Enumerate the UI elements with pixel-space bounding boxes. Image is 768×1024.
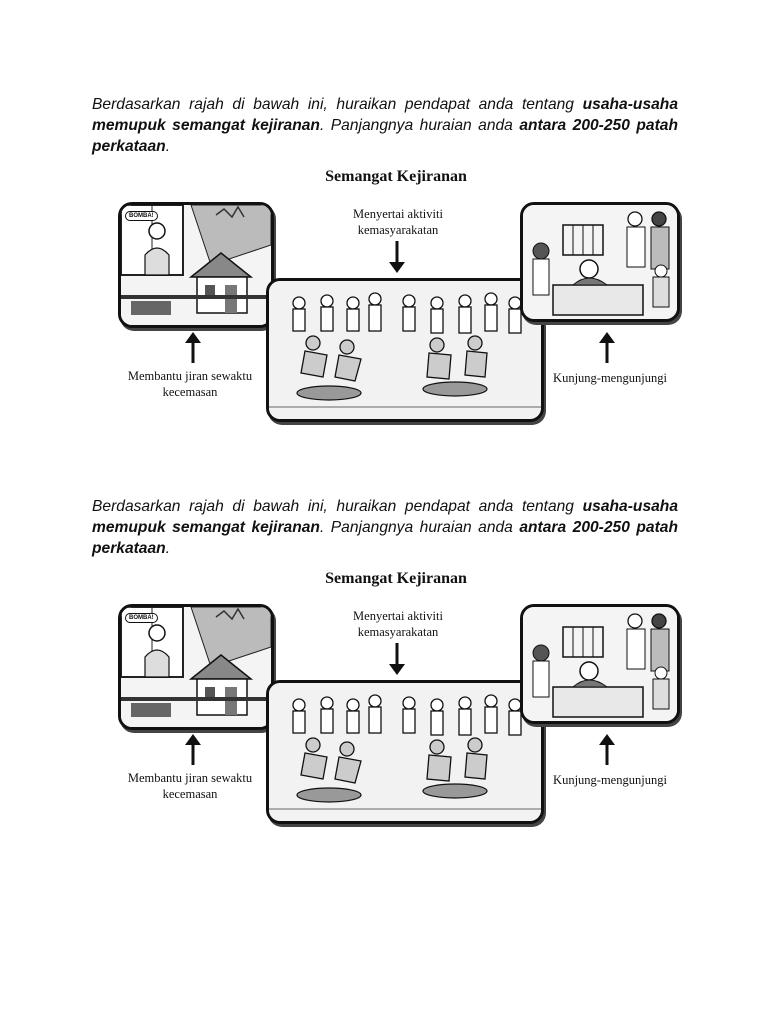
diagram-title: Semangat Kejiranan [325, 168, 467, 185]
prompt-length: antara 200-250 patah perkataan [92, 519, 678, 557]
prompt-length: antara 200-250 patah perkataan [92, 117, 678, 155]
up-arrow-icon [185, 332, 201, 363]
panel-community-activity [266, 278, 544, 422]
prompt-topic: usaha-usaha memupuk semangat kejiranan [92, 498, 678, 536]
prompt-middle: . Panjangnya huraian anda [319, 519, 520, 536]
label-community-activity: Menyertai aktiviti kemasyarakatan [353, 207, 443, 237]
label-visiting: Kunjung-mengunjungi [553, 371, 667, 385]
question-block-1: Berdasarkan rajah di bawah ini, huraikan… [0, 88, 768, 422]
panel-visiting [520, 604, 680, 724]
down-arrow-icon [389, 241, 405, 273]
up-arrow-icon [599, 332, 615, 363]
hospital-visit-illustration [523, 607, 677, 721]
down-arrow-icon [389, 643, 405, 675]
speech-bubble: BOMBA! [125, 613, 158, 623]
question-prompt: Berdasarkan rajah di bawah ini, huraikan… [92, 94, 678, 157]
prompt-intro: Berdasarkan rajah di bawah ini, huraikan… [92, 498, 583, 515]
label-emergency-help: Membantu jiran sewaktu kecemasan [127, 369, 253, 399]
prompt-intro: Berdasarkan rajah di bawah ini, huraikan… [92, 96, 583, 113]
prompt-middle: . Panjangnya huraian anda [319, 117, 520, 134]
house-fire-illustration [121, 607, 271, 727]
label-community-activity: Menyertai aktiviti kemasyarakatan [353, 609, 443, 639]
sack-race-illustration [269, 683, 541, 821]
panel-community-activity [266, 680, 544, 824]
house-fire-illustration [121, 205, 271, 325]
label-emergency-help: Membantu jiran sewaktu kecemasan [127, 771, 253, 801]
up-arrow-icon [185, 734, 201, 765]
up-arrow-icon [599, 734, 615, 765]
sack-race-illustration [269, 281, 541, 419]
panel-emergency-help: BOMBA! [118, 202, 274, 328]
hospital-visit-illustration [523, 205, 677, 319]
label-visiting: Kunjung-mengunjungi [553, 773, 667, 787]
panel-emergency-help: BOMBA! [118, 604, 274, 730]
speech-bubble: BOMBA! [125, 211, 158, 221]
question-block-2: Berdasarkan rajah di bawah ini, huraikan… [0, 490, 768, 824]
prompt-end: . [165, 540, 171, 557]
diagram-title: Semangat Kejiranan [325, 570, 467, 587]
panel-visiting [520, 202, 680, 322]
prompt-topic: usaha-usaha memupuk semangat kejiranan [92, 96, 678, 134]
prompt-end: . [165, 138, 171, 155]
question-prompt: Berdasarkan rajah di bawah ini, huraikan… [92, 496, 678, 559]
